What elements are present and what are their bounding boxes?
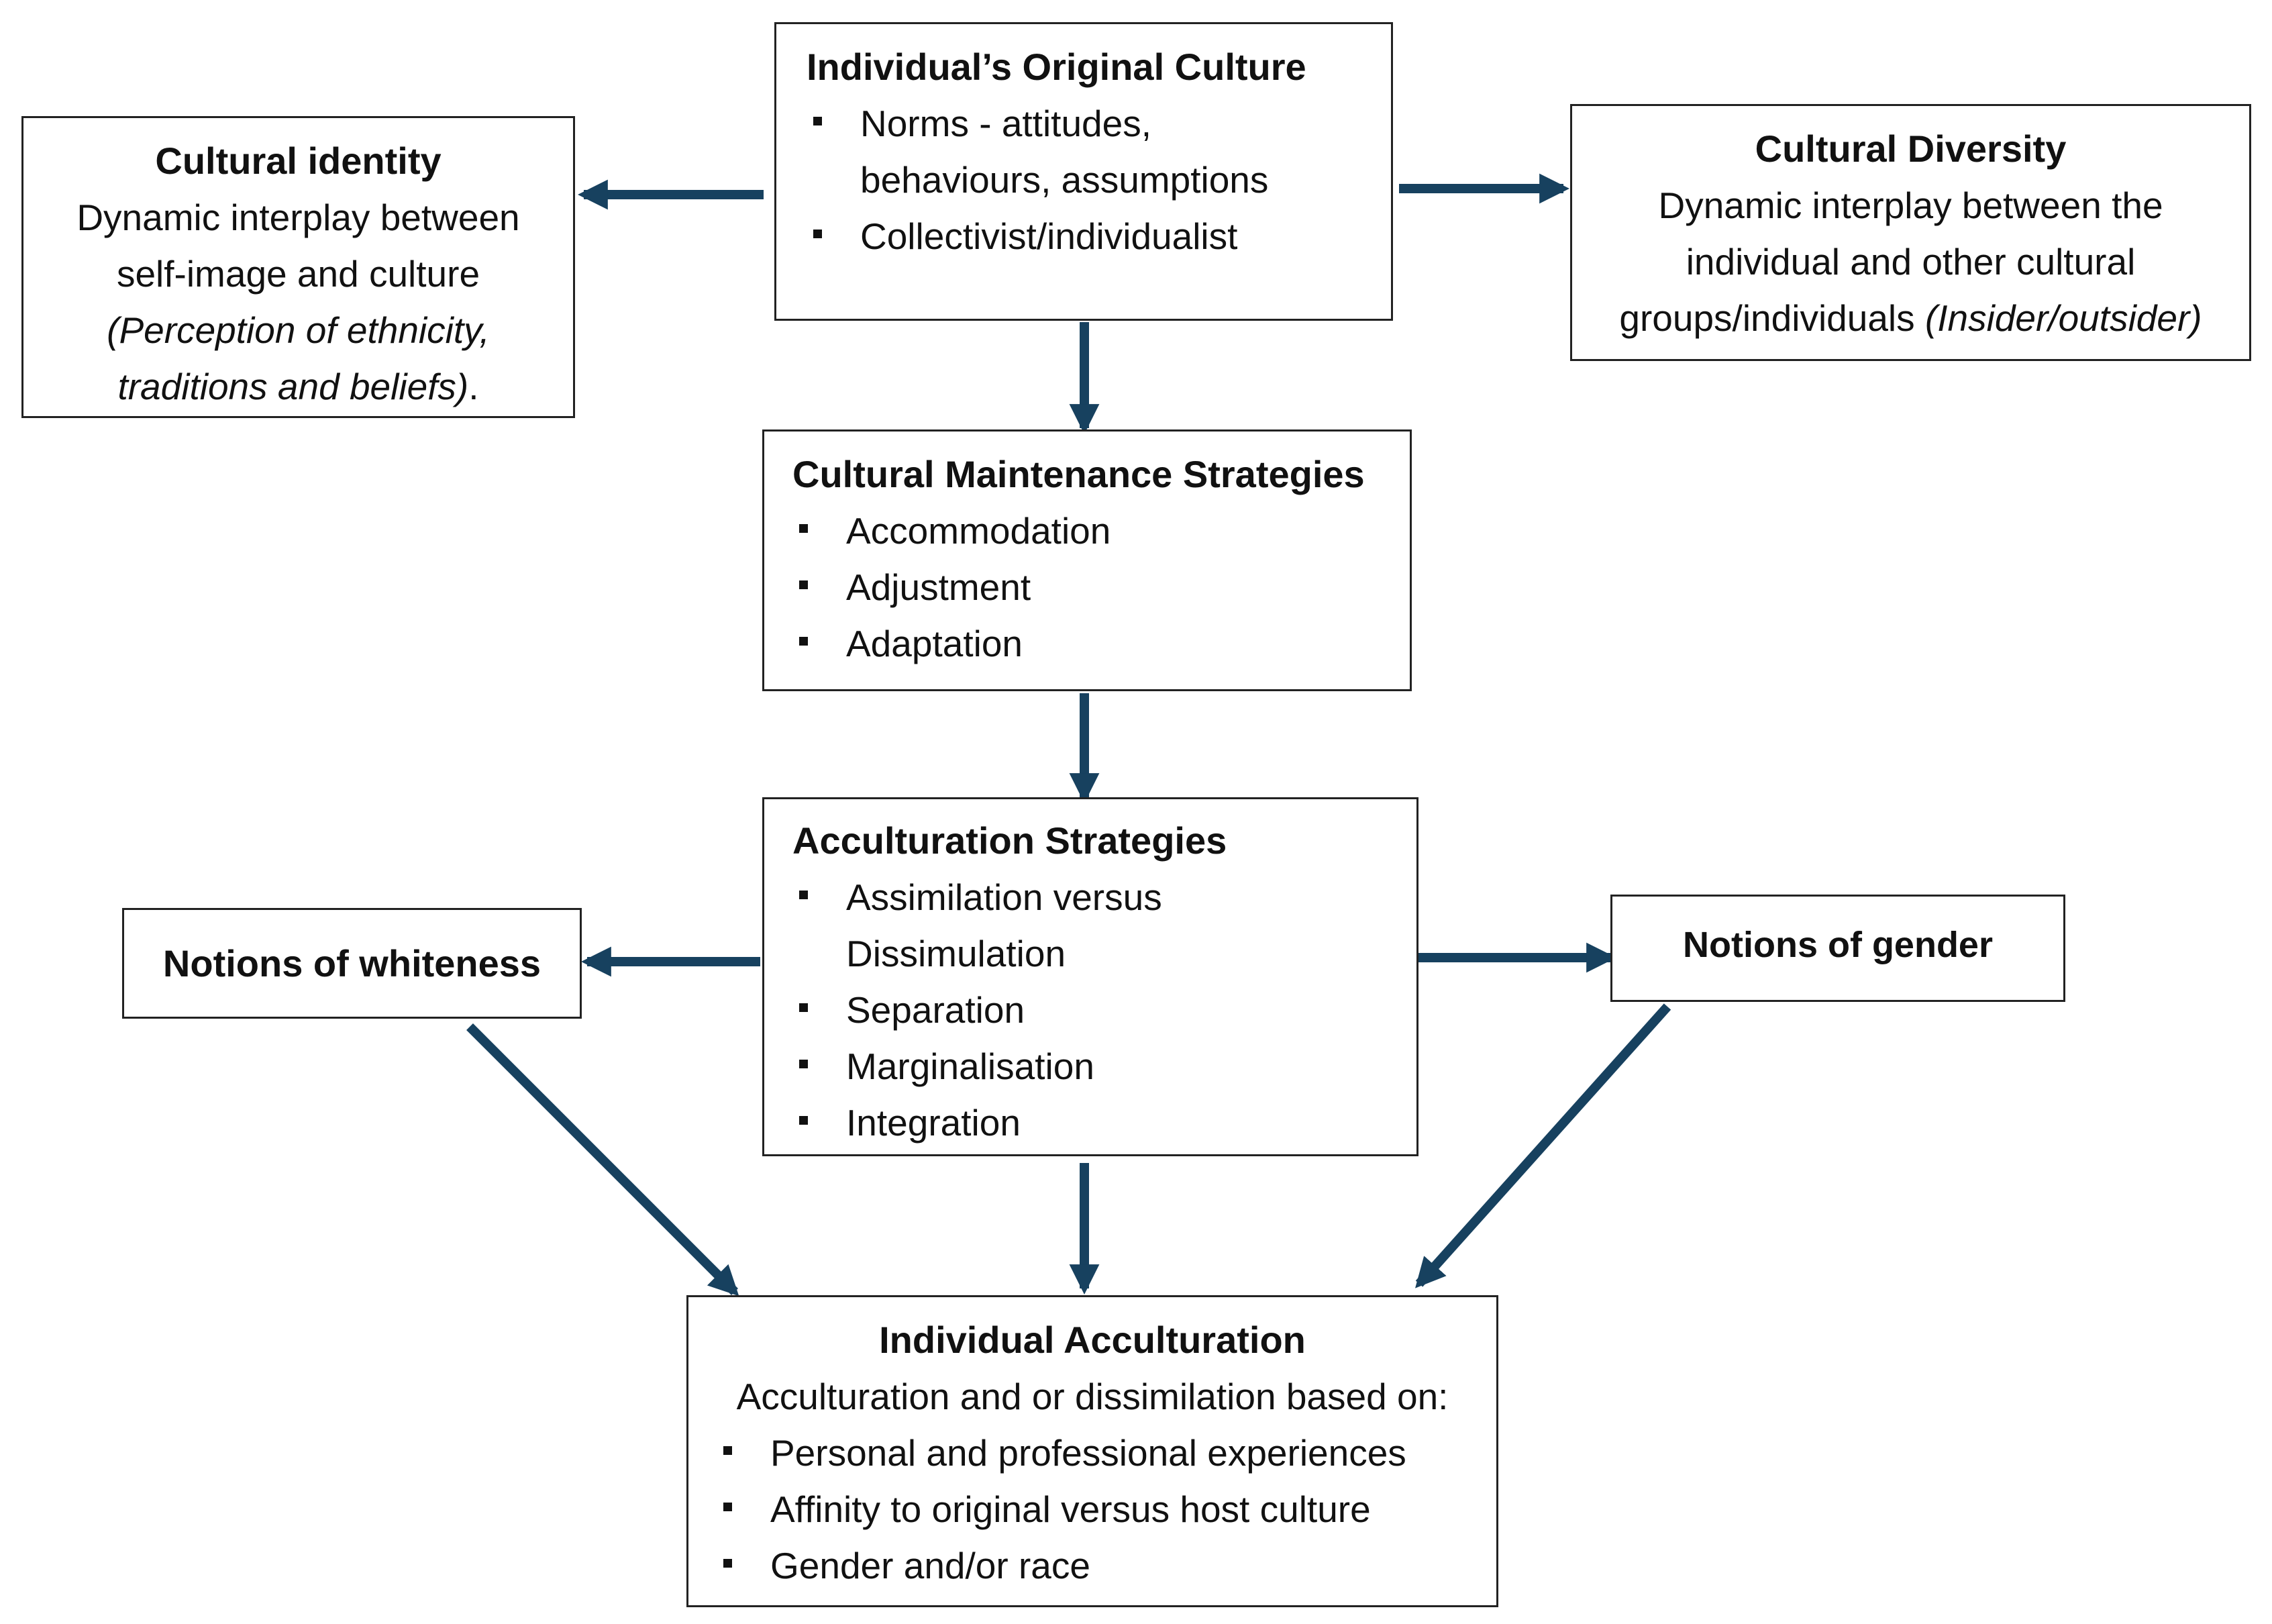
original-culture-list: Norms - attitudes,behaviours, assumption… [807, 95, 1391, 264]
acculturation-strategies-box: Acculturation Strategies Assimilation ve… [762, 797, 1418, 1156]
cultural-diversity-line: Dynamic interplay between the [1658, 185, 2163, 226]
cultural-identity-box: Cultural identity Dynamic interplay betw… [21, 116, 575, 418]
original-culture-box: Individual’s Original Culture Norms - at… [774, 22, 1393, 321]
cultural-diversity-line: groups/individuals (Insider/outsider) [1619, 297, 2202, 339]
cultural-identity-title: Cultural identity [155, 140, 442, 182]
list-item: Adjustment [792, 559, 1410, 615]
cultural-diversity-title: Cultural Diversity [1755, 128, 2067, 170]
individual-acculturation-box: Individual Acculturation Acculturation a… [686, 1295, 1498, 1607]
notions-of-whiteness-box: Notions of whiteness [122, 908, 582, 1019]
maintenance-strategies-title: Cultural Maintenance Strategies [792, 453, 1365, 495]
notions-of-gender-title: Notions of gender [1683, 925, 1993, 965]
list-item: Adaptation [792, 615, 1410, 672]
list-item: Affinity to original versus host culture [717, 1481, 1496, 1537]
individual-acculturation-title: Individual Acculturation [879, 1319, 1306, 1361]
list-item: Norms - attitudes,behaviours, assumption… [807, 95, 1391, 208]
cultural-identity-line: (Perception of ethnicity, [107, 309, 490, 351]
list-item: Marginalisation [792, 1038, 1416, 1095]
cultural-identity-line: traditions and beliefs). [117, 366, 479, 407]
list-item: Gender and/or race [717, 1537, 1496, 1594]
notions-of-whiteness-title: Notions of whiteness [162, 942, 541, 984]
individual-acculturation-list: Personal and professional experiences Af… [688, 1425, 1496, 1594]
cultural-identity-line: Dynamic interplay between [76, 197, 520, 238]
list-item: Integration [792, 1095, 1416, 1151]
maintenance-strategies-box: Cultural Maintenance Strategies Accommod… [762, 429, 1412, 691]
cultural-diversity-line: individual and other cultural [1686, 241, 2136, 283]
individual-acculturation-subtitle: Acculturation and or dissimilation based… [736, 1376, 1449, 1417]
arrow-gender-to-individual [1415, 1003, 1671, 1288]
list-item: Separation [792, 982, 1416, 1038]
original-culture-title: Individual’s Original Culture [807, 46, 1306, 88]
list-item: Personal and professional experiences [717, 1425, 1496, 1481]
notions-of-gender-box: Notions of gender [1610, 895, 2065, 1002]
list-item: Accommodation [792, 503, 1410, 559]
arrow-whiteness-to-individual [466, 1023, 739, 1297]
acculturation-strategies-title: Acculturation Strategies [792, 819, 1227, 862]
cultural-identity-line: self-image and culture [116, 253, 480, 295]
cultural-diversity-box: Cultural Diversity Dynamic interplay bet… [1570, 104, 2251, 361]
maintenance-strategies-list: Accommodation Adjustment Adaptation [792, 503, 1410, 672]
list-item: Collectivist/individualist [807, 208, 1391, 264]
